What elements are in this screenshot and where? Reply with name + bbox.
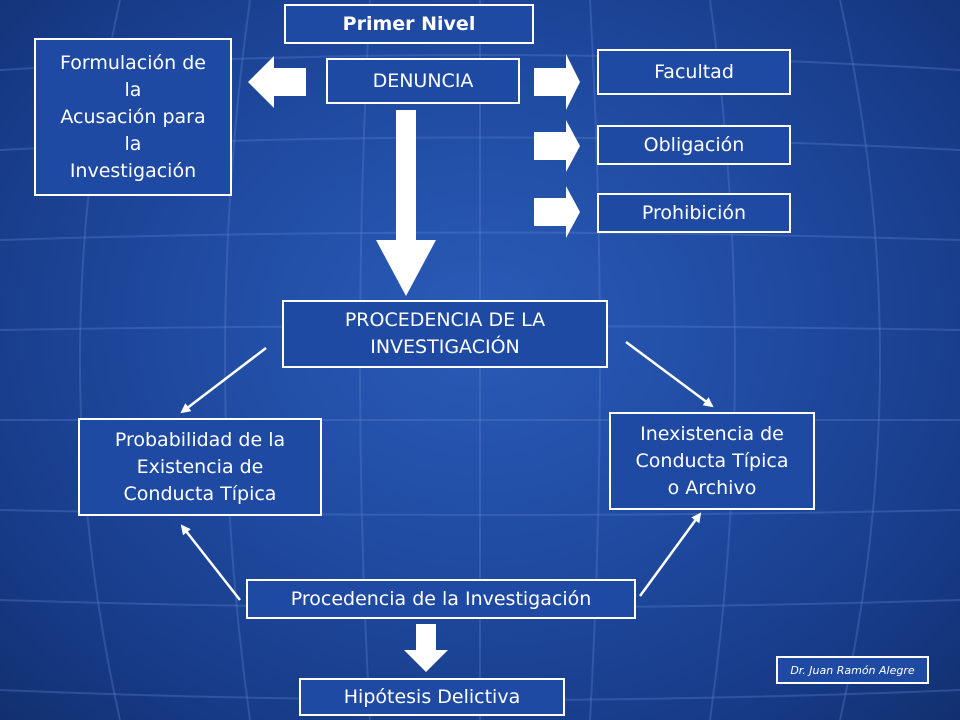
arrow-to-inexistencia — [625, 340, 714, 408]
procedencia-investigacion-box: PROCEDENCIA DE LA INVESTIGACIÓN — [282, 300, 608, 368]
block-arrow-to-obligacion — [534, 120, 580, 172]
block-arrow-to-formulacion — [248, 56, 306, 108]
obligacion-box: Obligación — [597, 125, 791, 165]
procedencia-lower-box: Procedencia de la Investigación — [246, 579, 636, 619]
block-arrow-down-main — [376, 110, 436, 296]
arrow-up-to-probabilidad — [180, 524, 241, 601]
facultad-box: Facultad — [597, 49, 791, 95]
probabilidad-box: Probabilidad de la Existencia de Conduct… — [78, 418, 322, 516]
denuncia-box: DENUNCIA — [326, 58, 520, 104]
formulacion-box: Formulación de la Acusación para la Inve… — [34, 38, 232, 196]
block-arrow-to-facultad — [534, 54, 580, 110]
arrow-to-probabilidad — [180, 347, 267, 414]
page-title: Primer Nivel — [284, 4, 534, 44]
block-arrow-to-prohibicion — [534, 186, 580, 238]
hipotesis-box: Hipótesis Delictiva — [299, 678, 565, 716]
arrow-up-to-inexistencia — [638, 512, 702, 597]
block-arrow-down-hipotesis — [404, 624, 448, 672]
author-credit: Dr. Juan Ramón Alegre — [776, 656, 929, 684]
inexistencia-box: Inexistencia de Conducta Típica o Archiv… — [609, 412, 815, 510]
prohibicion-box: Prohibición — [597, 193, 791, 233]
